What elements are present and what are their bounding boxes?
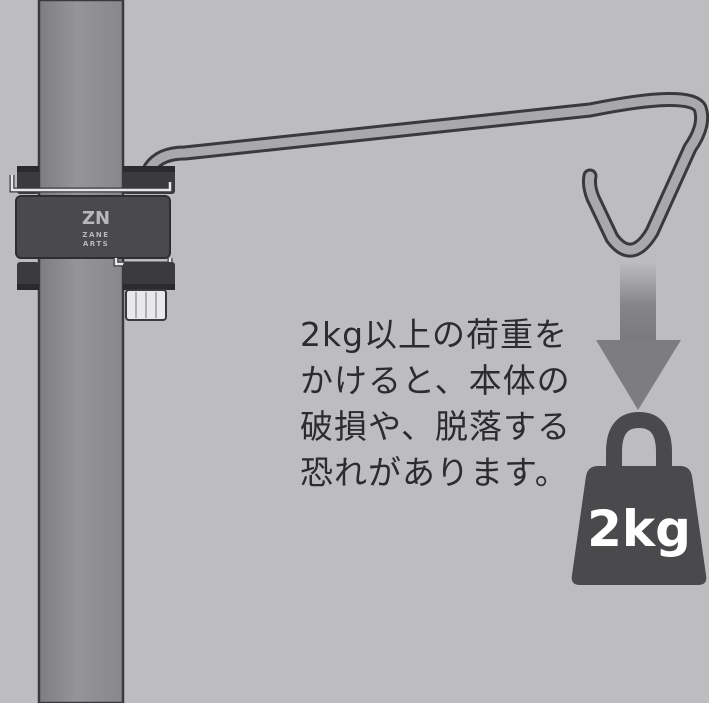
warning-line-1: 2kg以上の荷重を — [300, 315, 569, 354]
warning-line-4: 恐れがあります。 — [300, 453, 569, 492]
warning-line-3: 破損や、脱落する — [300, 407, 572, 446]
clamp: ZN ZANE ARTS — [9, 166, 175, 321]
pole — [37, 0, 125, 703]
hook-wire — [142, 91, 709, 258]
logo-line-arts: ARTS — [83, 240, 109, 248]
down-arrow-icon — [596, 262, 681, 410]
weight-label: 2kg — [587, 500, 691, 558]
logo-mark: ZN — [82, 208, 110, 229]
logo-line-zane: ZANE — [82, 231, 109, 239]
warning-line-2: かけると、本体の — [300, 361, 571, 400]
weight-icon: 2kg — [571, 411, 707, 585]
warning-text: 2kg以上の荷重を かけると、本体の 破損や、脱落する 恐れがあります。 — [300, 312, 570, 496]
